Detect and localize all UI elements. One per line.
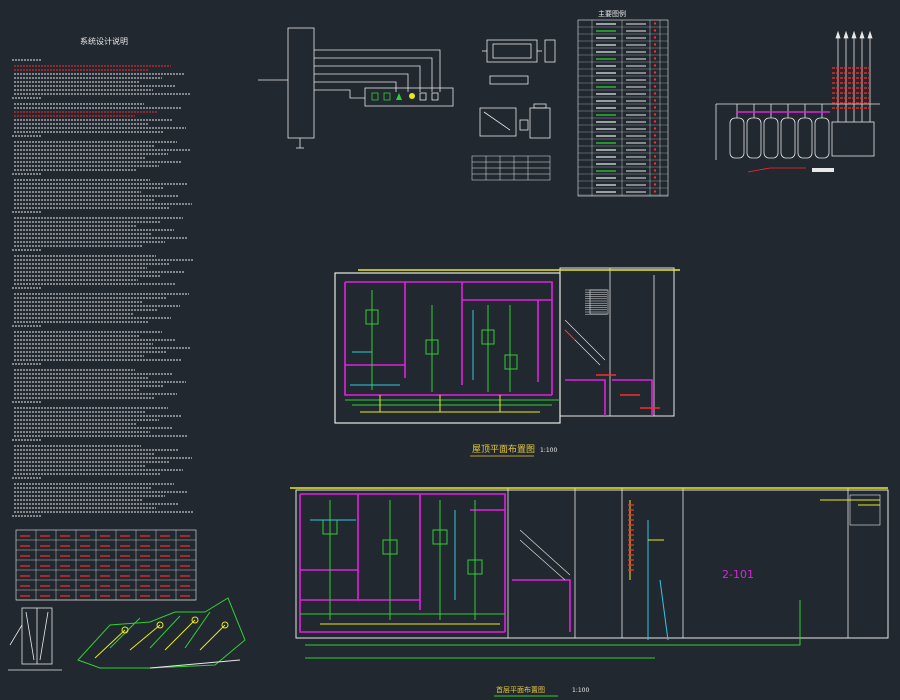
gas-cylinder	[814, 117, 830, 159]
upper-floor-plan: 屋顶平面布置图 1:100	[334, 267, 680, 457]
notes-table	[15, 529, 197, 601]
legend-title: 主要图例	[598, 9, 626, 18]
door-elevation	[8, 607, 62, 671]
legend-table: 主要图例	[577, 9, 669, 197]
notes-title: 系统设计说明	[80, 36, 128, 46]
gas-cylinder-rack	[715, 30, 880, 173]
lower-floor-plan: 2-101 首层平面布置图 1:100	[290, 487, 889, 697]
lower-plan-scale: 1:100	[572, 687, 589, 694]
lower-plan-title: 首层平面布置图	[496, 685, 545, 694]
notes-text-lines	[12, 59, 193, 517]
gas-cylinder	[780, 117, 796, 159]
upper-plan-scale: 1:100	[540, 447, 557, 454]
equipment-detail	[479, 39, 556, 139]
controller-terminal-marks	[371, 92, 439, 101]
design-notes-block: 系统设计说明	[12, 36, 197, 601]
isometric-pipe-diagram	[77, 597, 246, 669]
equipment-table	[471, 155, 551, 181]
gas-cylinder	[746, 117, 762, 159]
control-panel-diagram	[258, 27, 454, 149]
room-number: 2-101	[722, 568, 754, 581]
gas-cylinder	[729, 117, 745, 159]
gas-cylinder	[763, 117, 779, 159]
upper-plan-title: 屋顶平面布置图	[472, 443, 535, 455]
gas-cylinder	[797, 117, 813, 159]
